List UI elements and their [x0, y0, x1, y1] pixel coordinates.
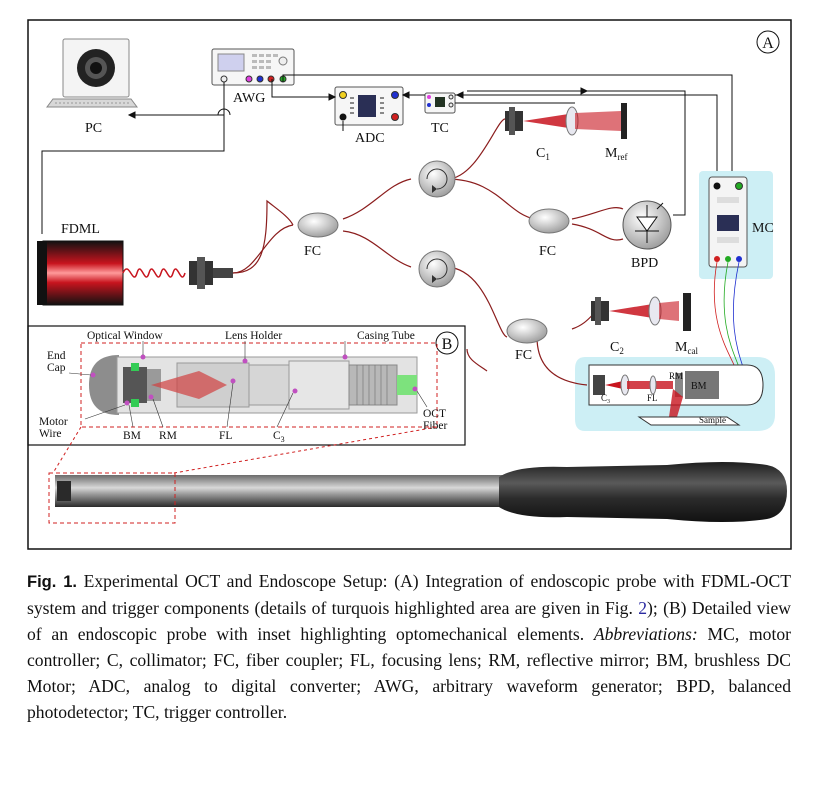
mcal-label: Mcal [675, 340, 698, 356]
awg-icon [211, 48, 295, 86]
lens-holder-label: Lens Holder [225, 330, 282, 342]
fiber-coupler-left [297, 212, 339, 238]
mc-icon [708, 176, 748, 268]
figure-1: A PC AWG [27, 19, 793, 550]
collimator-c2 [591, 293, 691, 331]
caption-fig-ref-link[interactable]: 2 [638, 598, 647, 618]
caption-label: Fig. 1. [27, 573, 77, 591]
mc-label: MC [752, 221, 774, 236]
callout-lines [68, 341, 428, 428]
caption-text-2: ); (B) Detailed view of an endoscopic pr… [27, 598, 791, 644]
figure-1-diagram: A PC AWG [27, 19, 792, 550]
probe-detail-inset-border [80, 342, 438, 428]
tc-label: TC [431, 121, 449, 136]
adc-label: ADC [355, 131, 385, 146]
fdml-label: FDML [61, 222, 100, 237]
panel-b: B [39, 330, 459, 444]
panel-a: A PC AWG [37, 30, 780, 431]
end-cap-label-1: End [47, 350, 66, 362]
oct-fiber-label-2: Fiber [423, 420, 447, 432]
panel-b-frame [27, 325, 466, 446]
end-cap-label-2: Cap [47, 362, 66, 374]
pc-icon [46, 38, 138, 108]
motor-wire-label-1: Motor [39, 416, 68, 428]
caption-text-1: Experimental OCT and Endoscope Setup: (A… [27, 571, 791, 618]
panel-a-marker: A [762, 35, 774, 52]
bm-label: BM [123, 430, 141, 442]
callout-dots [90, 354, 418, 406]
bpd-icon [622, 200, 672, 250]
fl-label: FL [219, 430, 232, 442]
mref-label: Mref [605, 146, 627, 162]
optical-fibers [232, 118, 624, 386]
probe-render [89, 355, 418, 415]
fc-left-label: FC [304, 244, 321, 259]
c1-label: C1 [536, 146, 550, 162]
circulator-top [418, 160, 456, 198]
fdml-laser-icon [37, 240, 233, 306]
motor-wire-label-2: Wire [39, 428, 62, 440]
pc-label: PC [85, 121, 102, 136]
c2-label: C2 [610, 340, 624, 356]
inset-sample-label: Sample [699, 415, 726, 425]
probe-schematic [588, 364, 764, 426]
fiber-coupler-low [506, 318, 548, 344]
signal-wiring [41, 74, 733, 234]
rm-label: RM [159, 430, 177, 442]
endoscope-photo [48, 426, 787, 524]
optical-window-label: Optical Window [87, 330, 163, 342]
figure-caption: Fig. 1. Experimental OCT and Endoscope S… [27, 568, 791, 725]
oct-fiber-label-1: OCT [423, 408, 446, 420]
inset-bm-label: BM [691, 381, 707, 392]
inset-c3-label: C3 [601, 393, 610, 405]
outer-frame [27, 19, 792, 550]
circulator-bottom [418, 250, 456, 288]
collimator-c1 [505, 103, 627, 139]
casing-tube-label: Casing Tube [357, 330, 415, 342]
inset-rm-label: RM [669, 371, 683, 381]
caption-abbr-label: Abbreviations: [593, 624, 698, 644]
panel-b-marker: B [442, 336, 453, 353]
fc-mid-label: FC [539, 244, 556, 259]
adc-icon [334, 86, 404, 126]
caption-text-3: MC, motor controller; C, collimator; FC,… [27, 624, 792, 722]
tc-icon [424, 92, 456, 114]
inset-fl-label: FL [647, 393, 658, 403]
fiber-coupler-mid [528, 208, 570, 234]
fc-low-label: FC [515, 348, 532, 363]
awg-label: AWG [233, 91, 265, 106]
bpd-label: BPD [631, 256, 658, 271]
c3-label: C3 [273, 430, 285, 444]
